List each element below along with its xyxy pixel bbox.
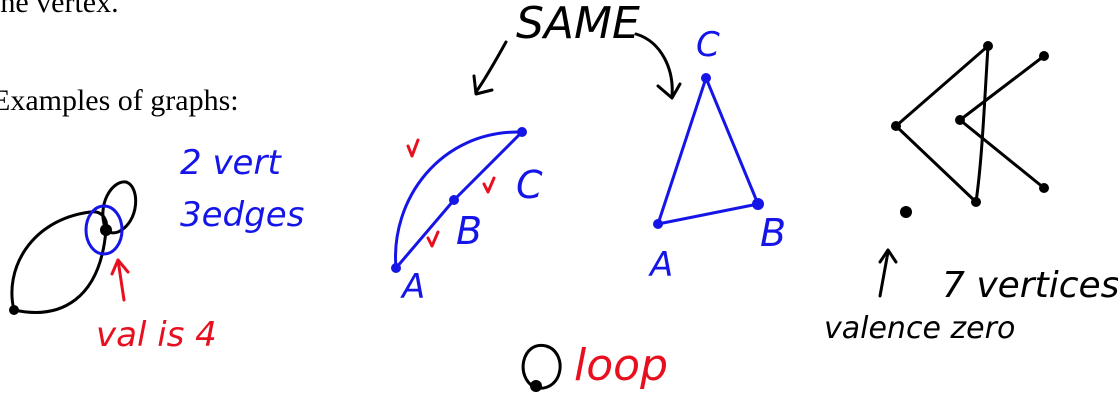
triangle-vertex-b <box>752 198 764 210</box>
valence-zero-note: valence zero <box>824 311 1016 346</box>
same-arrow-left <box>474 40 508 94</box>
seven-vertices-note: 7 vertices <box>942 265 1118 306</box>
right-graph-vertex-4 <box>955 115 965 125</box>
right-graph <box>894 44 1046 204</box>
same-label: SAME <box>516 0 640 49</box>
vertices-note-line1: 2 vert <box>180 143 281 183</box>
right-graph-edge-1 <box>894 44 990 128</box>
loop-curve <box>521 343 562 390</box>
valence-arrow <box>110 258 130 302</box>
right-graph-vertex-7 <box>900 206 912 218</box>
arc-graph-label-b: B <box>456 209 483 253</box>
left-graph-edge-upper <box>10 210 108 312</box>
triangle-vertex-a <box>653 219 663 229</box>
triangle-edge-ab <box>656 202 760 226</box>
examples-heading: Examples of graphs: <box>0 84 239 117</box>
arc-graph-label-a: A <box>402 267 426 307</box>
printed-text-top: the vertex. <box>0 0 119 19</box>
arc-graph-upper-edge <box>394 130 524 270</box>
triangle-label-a: A <box>650 245 674 285</box>
arc-graph-vertex-b <box>449 195 459 205</box>
check-marks <box>406 138 496 248</box>
arc-graph-label-c: C <box>516 163 543 207</box>
vertices-note-line2: 3edges <box>180 195 305 235</box>
check-mark-upper <box>406 138 420 158</box>
right-graph-vertex-5 <box>1039 183 1049 193</box>
arc-graph-vertex-c <box>517 127 527 137</box>
loop-label: loop <box>574 340 668 391</box>
right-graph-edge-2 <box>894 124 978 204</box>
right-graph-vertex-1 <box>891 121 901 131</box>
right-graph-edge-3 <box>974 44 990 204</box>
triangle-graph <box>656 76 760 226</box>
same-arrow-right <box>634 32 674 98</box>
right-graph-edge-4 <box>958 54 1046 122</box>
arc-graph-vertex-a <box>391 263 401 273</box>
left-graph-vertex-bottom <box>9 305 19 315</box>
left-graph-vertex-circle <box>84 204 124 256</box>
check-mark-lower <box>426 230 440 248</box>
left-graph-edge-lower <box>12 228 108 314</box>
same-arrows <box>472 32 682 100</box>
triangle-label-b: B <box>760 211 787 255</box>
right-graph-vertex-2 <box>983 41 993 51</box>
check-mark-middle <box>482 176 496 194</box>
triangle-vertex-c <box>701 73 711 83</box>
triangle-edge-cb <box>704 76 760 206</box>
loop-vertex <box>530 380 542 392</box>
right-graph-edge-5 <box>958 118 1046 190</box>
right-graph-vertex-3 <box>1039 51 1049 61</box>
triangle-label-c: C <box>696 25 720 65</box>
valence-zero-arrow <box>878 248 898 298</box>
valence-note: val is 4 <box>96 315 217 355</box>
triangle-edge-ac <box>656 76 708 226</box>
left-graph-vertex-top <box>100 224 112 236</box>
right-graph-vertex-6 <box>971 197 981 207</box>
